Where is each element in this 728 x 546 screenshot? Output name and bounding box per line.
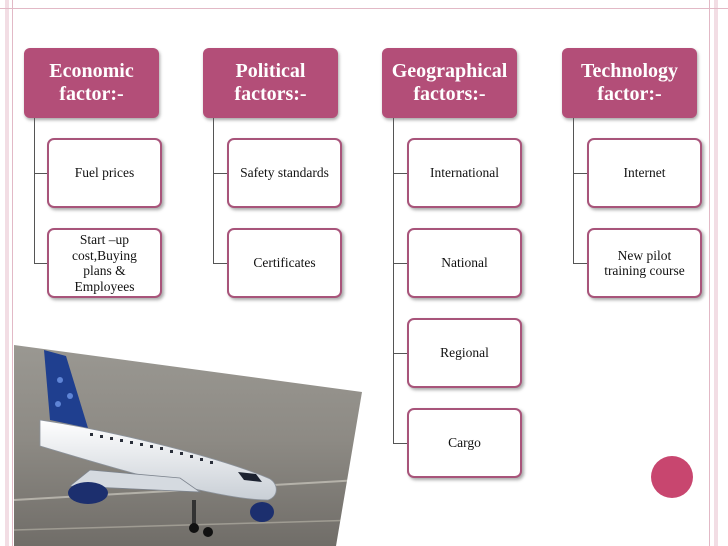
economic-connector-1 [34, 173, 47, 174]
left-frame-line [12, 0, 13, 546]
geographical-item-cargo: Cargo [407, 408, 522, 478]
economic-item-startup-cost: Start –up cost,Buying plans & Employees [47, 228, 162, 298]
technology-connector-1 [573, 173, 587, 174]
technology-item-internet: Internet [587, 138, 702, 208]
right-frame-line [709, 0, 710, 546]
political-connector-2 [213, 263, 227, 264]
geographical-item-regional: Regional [407, 318, 522, 388]
geographical-connector-4 [393, 443, 407, 444]
geographical-connector-3 [393, 353, 407, 354]
right-frame-band [714, 0, 718, 546]
top-frame-line [0, 8, 728, 9]
geographical-factors-header: Geographical factors:- [382, 48, 517, 118]
accent-circle [651, 456, 693, 498]
geographical-connector-vertical [393, 118, 394, 444]
geographical-connector-2 [393, 263, 407, 264]
geographical-item-international: International [407, 138, 522, 208]
political-item-certificates: Certificates [227, 228, 342, 298]
economic-connector-2 [34, 263, 47, 264]
technology-item-pilot-training: New pilot training course [587, 228, 702, 298]
left-frame-band [5, 0, 9, 546]
geographical-connector-1 [393, 173, 407, 174]
political-connector-1 [213, 173, 227, 174]
technology-connector-2 [573, 263, 587, 264]
political-connector-vertical [213, 118, 214, 264]
technology-factor-header: Technology factor:- [562, 48, 697, 118]
technology-connector-vertical [573, 118, 574, 264]
economic-item-fuel-prices: Fuel prices [47, 138, 162, 208]
economic-connector-vertical [34, 118, 35, 264]
political-factors-header: Political factors:- [203, 48, 338, 118]
economic-factor-header: Economic factor:- [24, 48, 159, 118]
geographical-item-national: National [407, 228, 522, 298]
political-item-safety-standards: Safety standards [227, 138, 342, 208]
